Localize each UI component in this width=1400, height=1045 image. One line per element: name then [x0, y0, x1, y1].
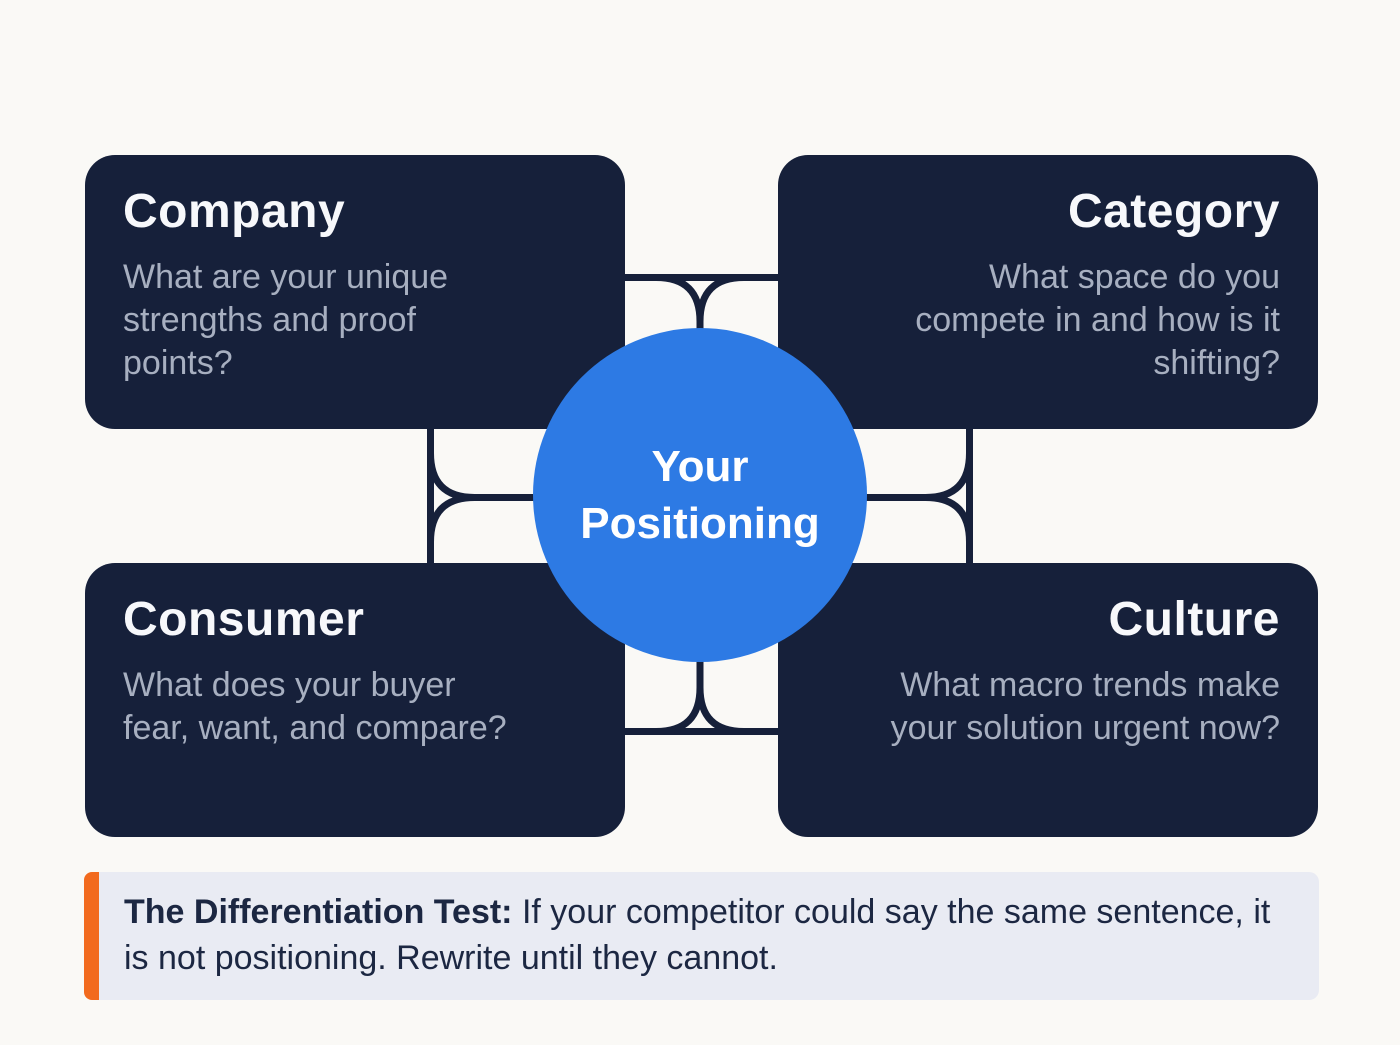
card-culture: Culture What macro trends make your solu…: [778, 563, 1318, 837]
connector-bottom-right-curve: [696, 687, 745, 735]
callout-body: If your competitor could say the same se…: [124, 893, 1271, 978]
card-consumer-title: Consumer: [123, 593, 365, 646]
connector-left-bottom-curve: [427, 494, 475, 543]
center-circle-label: Your Positioning: [580, 441, 820, 548]
card-category: Category What space do you compete in an…: [778, 155, 1318, 429]
card-consumer-question: What does your buyer fear, want, and com…: [123, 665, 507, 747]
card-culture-title: Culture: [1108, 593, 1280, 646]
connector-bottom-left-curve: [655, 650, 704, 735]
card-consumer: Consumer What does your buyer fear, want…: [85, 563, 625, 837]
card-company-title: Company: [123, 185, 346, 238]
callout-accent-bar: [84, 872, 99, 1000]
connector-right-bottom-curve: [925, 494, 973, 543]
center-circle: Your Positioning: [533, 328, 867, 662]
card-company: Company What are your unique strengths a…: [85, 155, 625, 429]
connector-top-right-curve: [696, 274, 745, 322]
card-culture-question: What macro trends make your solution urg…: [890, 665, 1280, 747]
card-category-title: Category: [1067, 185, 1280, 238]
callout-lead: The Differentiation Test:: [124, 893, 513, 931]
differentiation-test-callout: The Differentiation Test: If your compet…: [84, 872, 1319, 1000]
callout-text: The Differentiation Test: If your compet…: [84, 872, 1319, 981]
card-company-question: What are your unique strengths and proof…: [123, 257, 449, 382]
card-category-question: What space do you compete in and how is …: [915, 257, 1280, 382]
